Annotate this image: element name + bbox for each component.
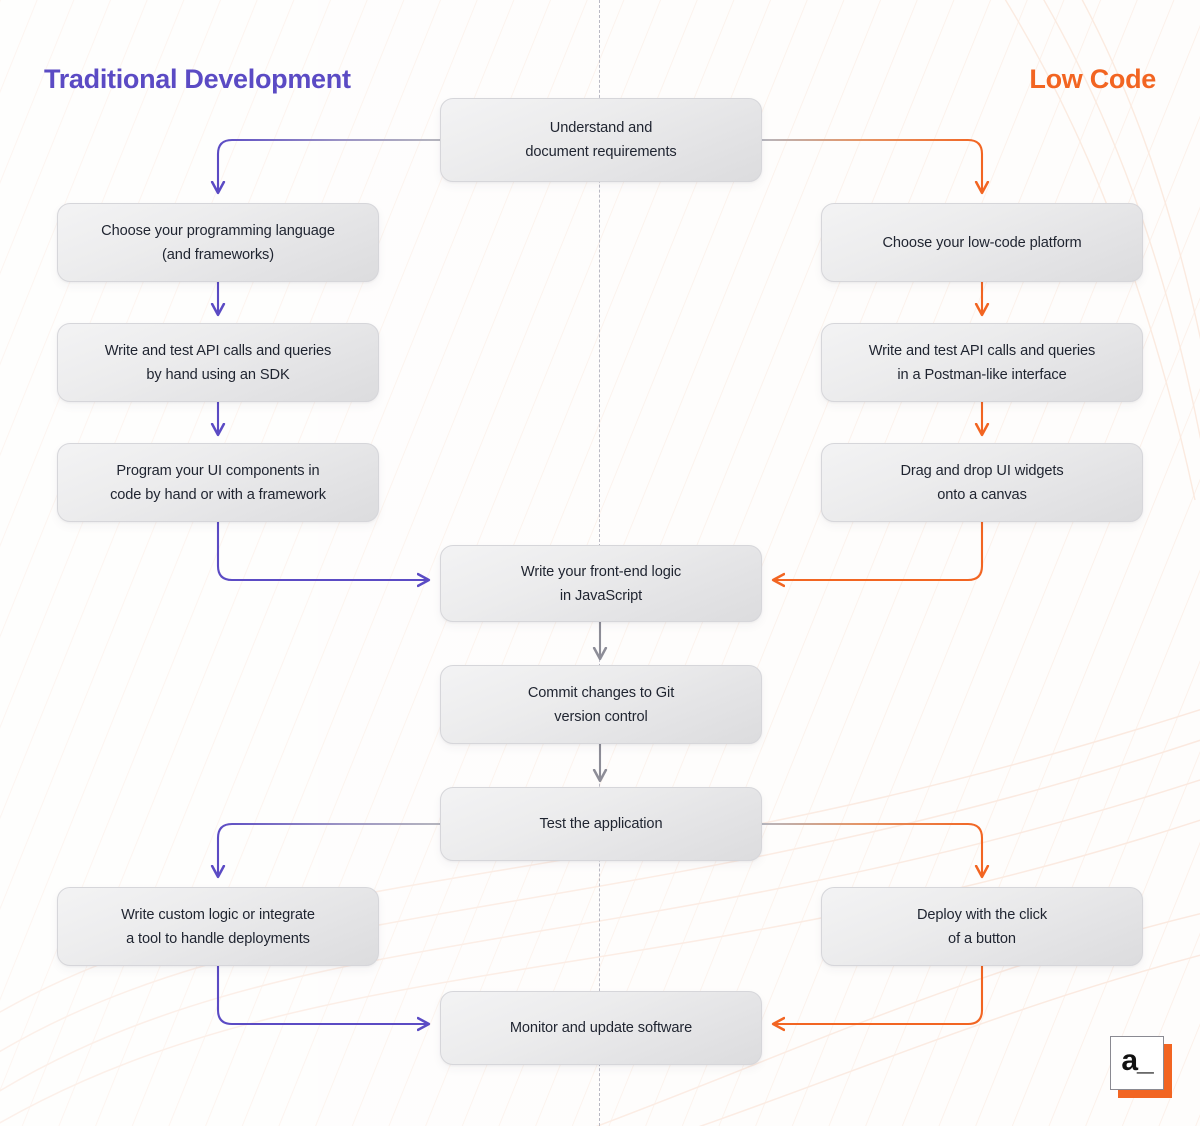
node-api-postman[interactable]: Write and test API calls and queries in … [821,323,1143,402]
node-choose-low-code-platform[interactable]: Choose your low-code platform [821,203,1143,282]
node-deploy-one-click[interactable]: Deploy with the click of a button [821,887,1143,966]
node-label: Drag and drop UI widgets onto a canvas [900,462,1064,503]
node-commit-git[interactable]: Commit changes to Git version control [440,665,762,744]
connector-left3-to-mid1 [216,520,428,580]
node-drag-drop-widgets[interactable]: Drag and drop UI widgets onto a canvas [821,443,1143,522]
node-monitor-update-software[interactable]: Monitor and update software [440,991,762,1065]
node-understand-requirements[interactable]: Understand and document requirements [440,98,762,182]
node-api-sdk[interactable]: Write and test API calls and queries by … [57,323,379,402]
logo-mark-square: a_ [1110,1036,1164,1090]
connector-mid3-to-left4 [218,822,442,876]
node-label: Test the application [539,816,663,832]
node-label: Write and test API calls and queries in … [868,342,1096,383]
connector-start-to-left1 [218,138,442,192]
node-label: Choose your low-code platform [882,234,1082,251]
node-frontend-logic-javascript[interactable]: Write your front-end logic in JavaScript [440,545,762,622]
node-label: Monitor and update software [509,1020,693,1036]
connector-right3-to-mid1 [774,520,984,580]
node-label: Commit changes to Git version control [527,684,675,725]
node-label: Deploy with the click of a button [916,906,1048,947]
node-label: Write your front-end logic in JavaScript [520,563,682,604]
brand-logo: a_ [1110,1036,1172,1098]
node-label: Write custom logic or integrate a tool t… [121,906,315,947]
node-custom-deployment-logic[interactable]: Write custom logic or integrate a tool t… [57,887,379,966]
node-label: Program your UI components in code by ha… [110,462,326,503]
connector-left4-to-end [216,964,428,1024]
connector-mid3-to-right4 [760,822,982,876]
node-program-ui-components[interactable]: Program your UI components in code by ha… [57,443,379,522]
column-title-low-code: Low Code [1029,64,1156,94]
connector-right4-to-end [774,964,984,1024]
node-test-application[interactable]: Test the application [440,787,762,861]
node-label: Choose your programming language (and fr… [101,222,335,263]
node-choose-language[interactable]: Choose your programming language (and fr… [57,203,379,282]
node-label: Write and test API calls and queries by … [104,342,332,383]
connector-start-to-right1 [760,138,982,192]
logo-mark-text: a_ [1121,1044,1153,1077]
column-title-traditional: Traditional Development [44,64,351,94]
node-label: Understand and document requirements [525,120,677,160]
